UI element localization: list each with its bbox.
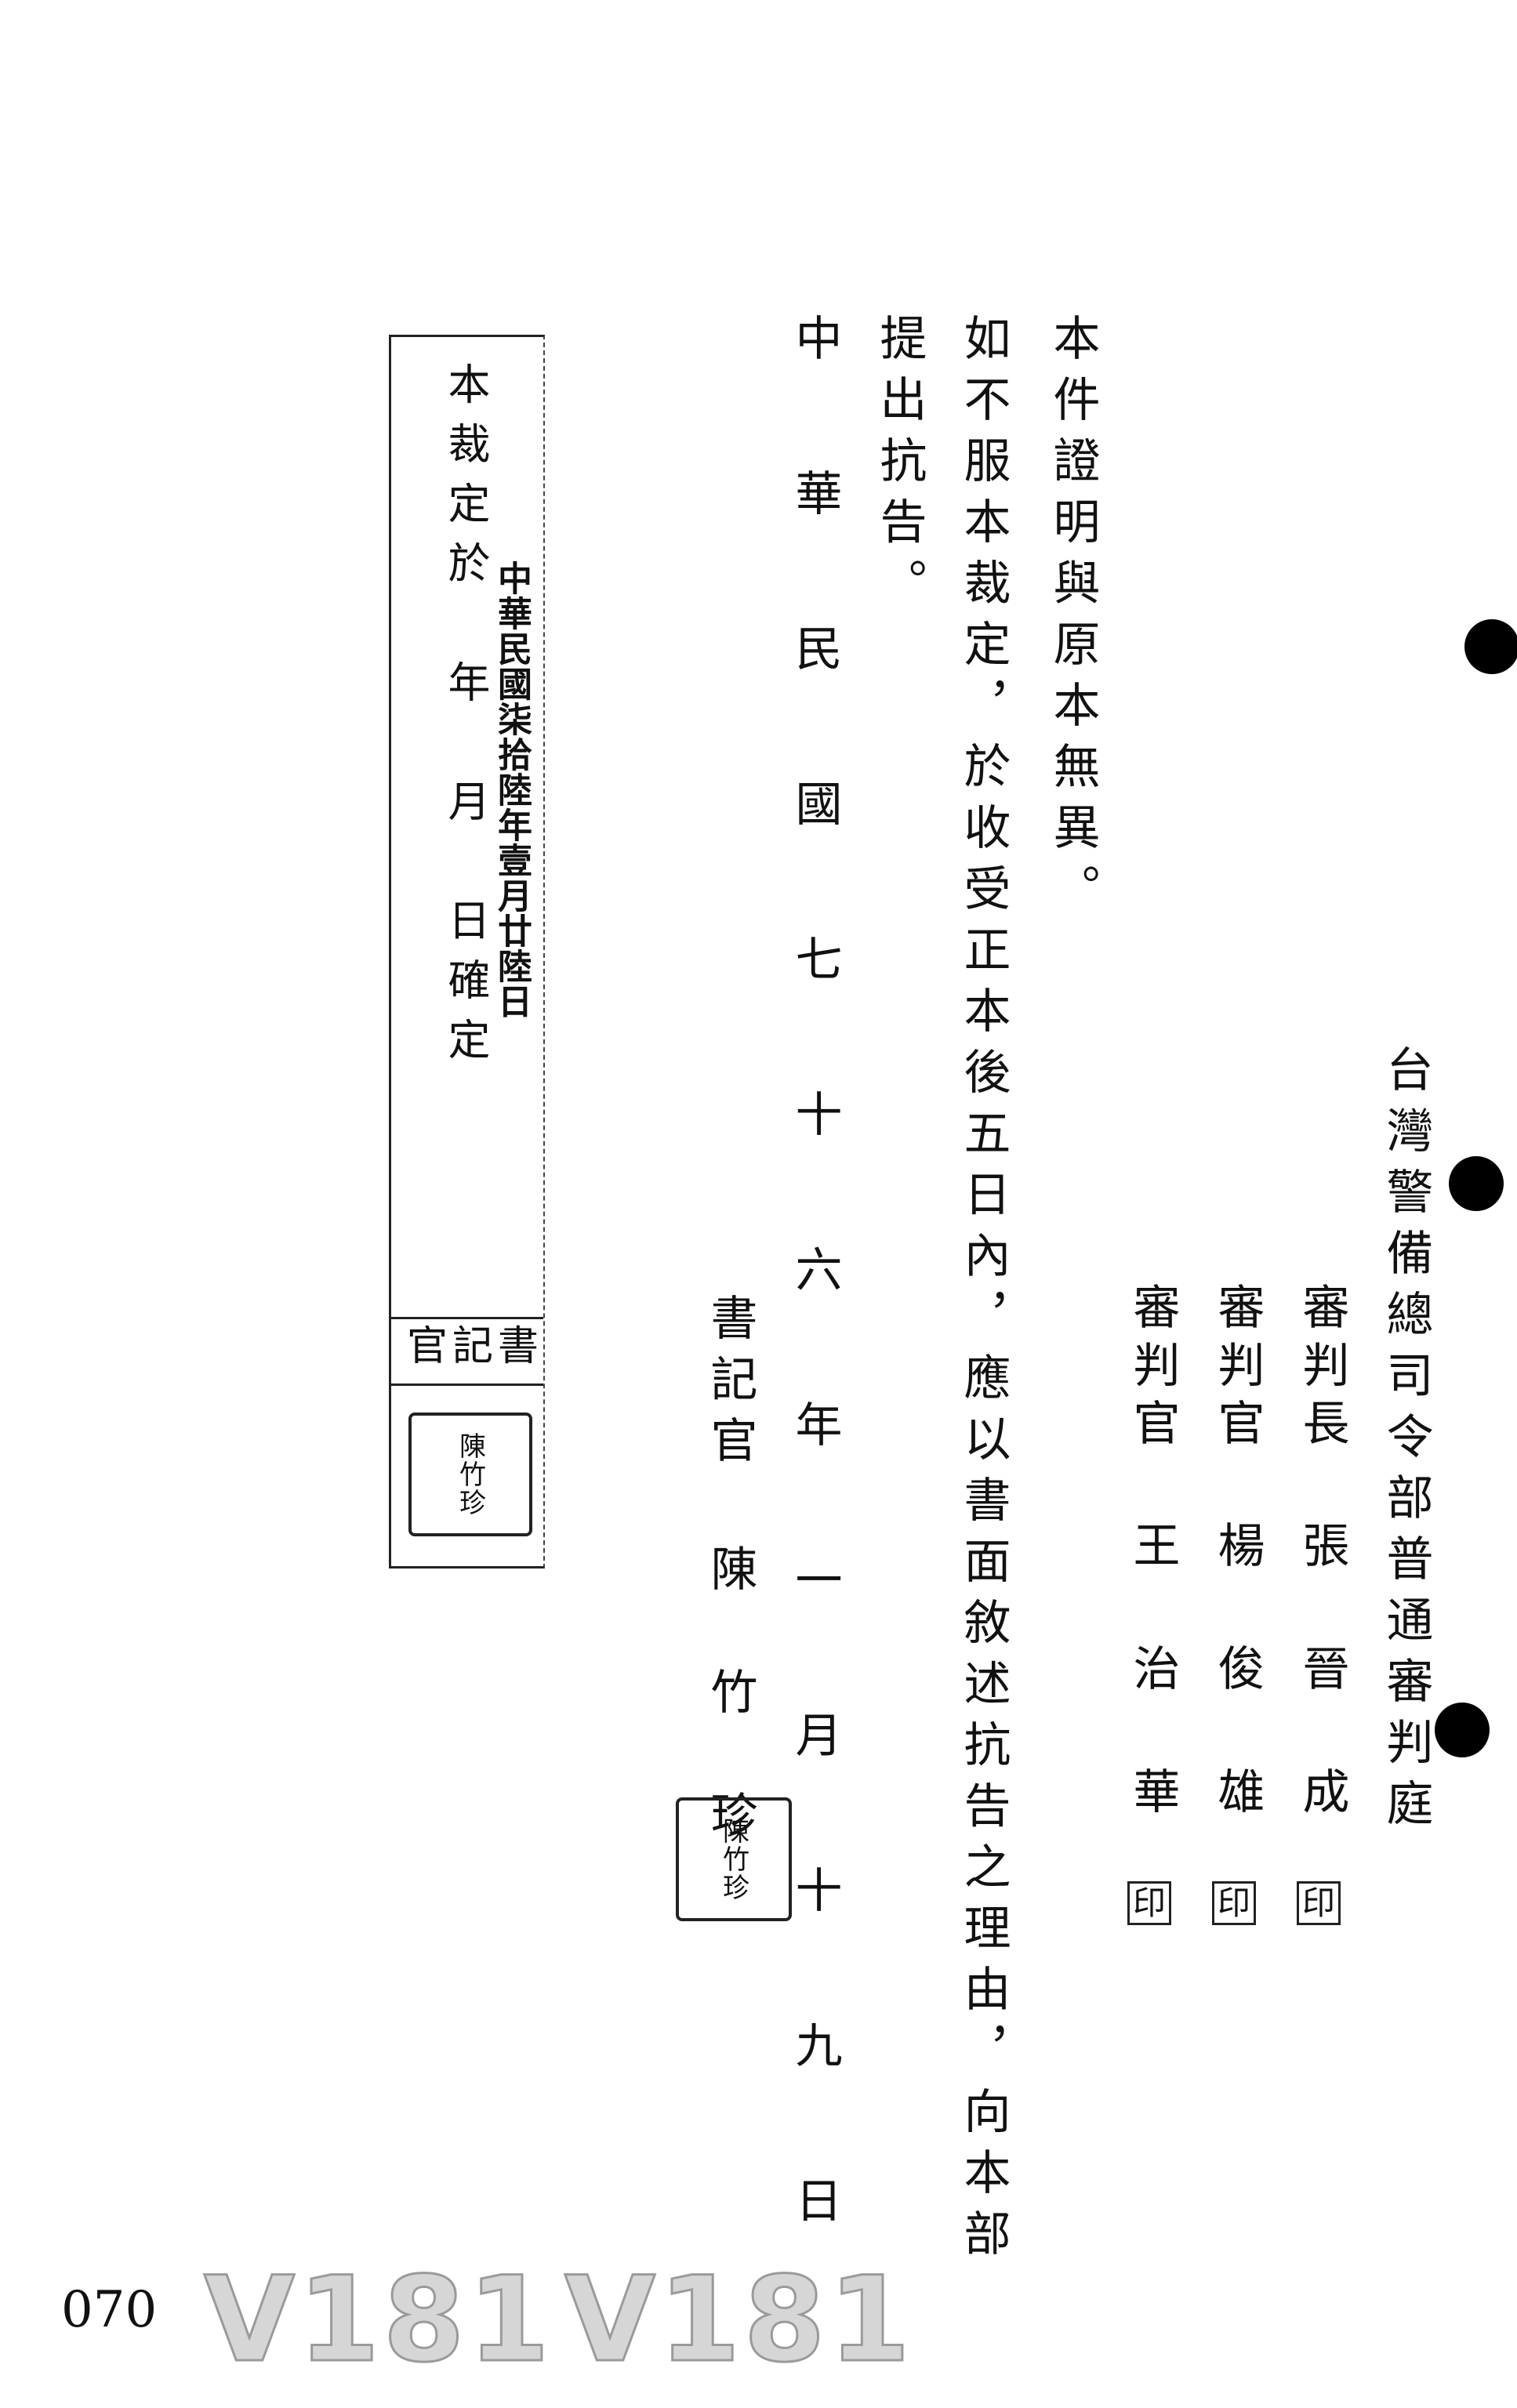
seal-mark-text: 印 [1212,1881,1257,1925]
clerk-name: 陳竹珍 [702,1544,757,1913]
seal-mark: 印 [1126,1881,1173,1925]
decision-date: 中華民國七十六年一月十九日 [787,314,842,2331]
clerk-seal: 陳竹珍 [676,1797,792,1921]
appeal-notice-end: 提出抗告。 [872,314,927,619]
seal-mark: 印 [1295,1881,1342,1925]
finality-box: 書記官 陳竹珍 [389,335,545,1568]
judge-title: 審判官 [1210,1282,1265,1456]
finality-seal-text: 陳竹珍 [454,1432,486,1517]
watermark: V181 [563,2252,914,2388]
seal-mark-text: 印 [1297,1881,1341,1925]
appeal-notice-text: 如不服本裁定，於收受正本後五日內，應以書面敘述抗告之理由，向本部 [956,314,1011,2270]
divider [391,1384,543,1386]
divider [391,1317,543,1319]
certification-text: 本件證明與原本無異。 [1045,314,1100,925]
page-number: 070 [61,2281,158,2339]
judge-name: 王治華 [1125,1521,1180,1890]
judge-title: 審判長 [1294,1282,1349,1456]
seal-mark: 印 [1210,1881,1258,1925]
judge-name: 張晉成 [1294,1521,1349,1890]
finality-date-stamp: 中華民國柒拾陸年壹月廿陸日 [492,560,532,1019]
finality-clerk-label: 書記官 [407,1323,544,1370]
binding-hole [1435,1703,1490,1757]
binding-hole [1449,1156,1504,1211]
court-name: 台灣警備總司令部普通審判庭 [1378,1045,1433,1840]
watermark: V181 [202,2252,553,2388]
binding-hole [1464,619,1517,674]
finality-seal: 陳竹珍 [408,1413,532,1536]
judge-name: 楊俊雄 [1210,1521,1265,1890]
finality-text: 本裁定於 年 月 日確定 [441,362,490,1077]
seal-mark-text: 印 [1127,1881,1172,1925]
clerk-seal-text: 陳竹珍 [717,1817,749,1902]
clerk-title: 書記官 [702,1293,757,1477]
judge-title: 審判官 [1125,1282,1180,1456]
